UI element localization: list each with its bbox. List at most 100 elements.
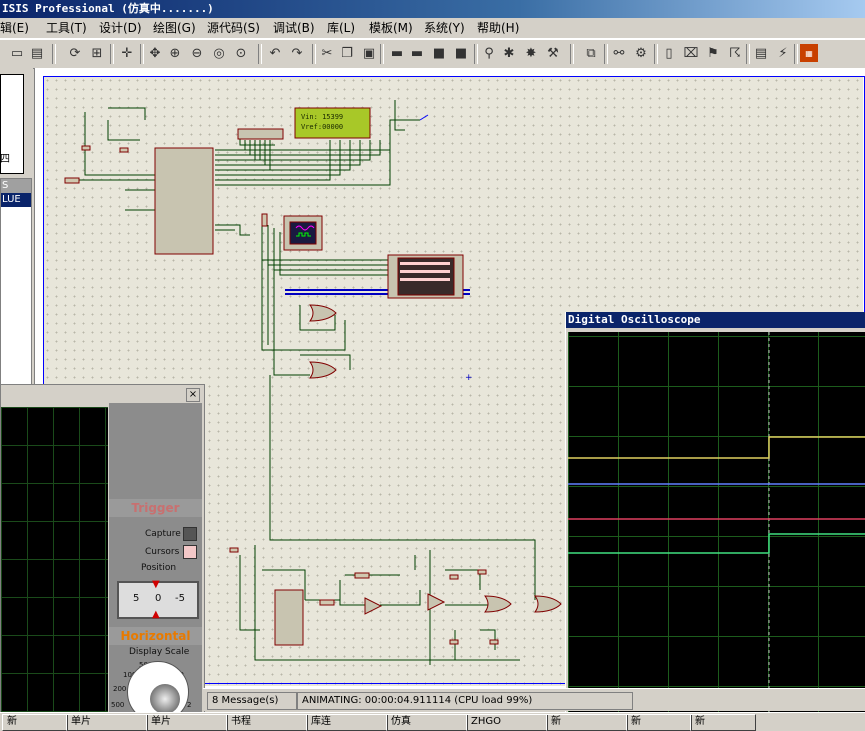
open-icon[interactable]: ▭ [10, 45, 24, 61]
block-rotate-icon[interactable]: ■ [432, 45, 446, 61]
zoom-out-icon[interactable]: ⊖ [191, 45, 203, 61]
message-count[interactable]: 8 Message(s) [207, 692, 297, 710]
toolbar-separator [312, 44, 316, 64]
trace-yellow [568, 436, 865, 459]
property-tool-icon[interactable]: ⚙ [635, 45, 647, 61]
menu-graph[interactable]: 绘图(G) [153, 21, 196, 35]
trigger-section-title: Trigger [109, 499, 202, 517]
oscilloscope-screen [1, 407, 108, 721]
exit-parent-icon[interactable]: ⚑ [707, 45, 719, 61]
menu-debug[interactable]: 调试(B) [273, 21, 315, 35]
menu-system[interactable]: 系统(Y) [424, 21, 465, 35]
taskbar-item[interactable]: ZHGO [466, 714, 548, 731]
oscilloscope-controls: Trigger Capture Cursors Position 5 0 -5 … [109, 403, 202, 723]
lcd-display: Vin: 15399 Vref:00000 [298, 110, 374, 140]
display-scale-label: Display Scale [129, 647, 190, 657]
dial-tick: 0 [155, 593, 162, 604]
oscilloscope-traces [568, 332, 865, 712]
trigger-position-dial[interactable]: 5 0 -5 ▼ ▲ [117, 579, 199, 620]
menu-bar: 辑(E) 工具(T) 设计(D) 绘图(G) 源代码(S) 调试(B) 库(L)… [0, 18, 865, 39]
package-icon[interactable]: ✸ [525, 45, 537, 61]
toolbar-separator [604, 44, 608, 64]
electrical-check-icon[interactable]: ⚡ [778, 45, 788, 61]
marker-top-icon: ▼ [152, 579, 160, 590]
origin-icon[interactable]: ✛ [121, 45, 133, 61]
zoom-all-icon[interactable]: ◎ [213, 45, 225, 61]
new-sheet-icon[interactable]: ▯ [665, 45, 673, 61]
make-device-icon[interactable]: ✱ [503, 45, 515, 61]
taskbar-item[interactable]: 单片 [66, 714, 148, 731]
taskbar-item[interactable]: 库连 [306, 714, 388, 731]
refresh-icon[interactable]: ⟳ [69, 45, 81, 61]
block-move-icon[interactable]: ▬ [410, 45, 424, 61]
capture-label: Capture [145, 529, 181, 539]
taskbar-item[interactable]: 新 [690, 714, 756, 731]
cursors-label: Cursors [145, 547, 180, 557]
simulation-status: ANIMATING: 00:00:04.911114 (CPU load 99%… [297, 692, 633, 710]
netlist-icon[interactable]: ▤ [754, 45, 768, 61]
position-label: Position [141, 563, 177, 573]
window-title: ISIS Professional (仿真中.......) [2, 2, 214, 15]
toolbar-separator [258, 44, 262, 64]
knob-center [150, 684, 180, 714]
menu-template[interactable]: 模板(M) [369, 21, 413, 35]
undo-icon[interactable]: ↶ [269, 45, 281, 61]
toolbar-separator [570, 44, 574, 64]
taskbar-item[interactable]: 仿真 [386, 714, 468, 731]
overview-text: 四 [0, 154, 10, 165]
status-bar: 8 Message(s) ANIMATING: 00:00:04.911114 … [203, 688, 865, 711]
menu-design[interactable]: 设计(D) [99, 21, 142, 35]
block-copy-icon[interactable]: ▬ [390, 45, 404, 61]
pan-icon[interactable]: ✥ [149, 45, 161, 61]
scale-tick: 500 [111, 701, 125, 709]
panel-header [1, 385, 204, 403]
list-item[interactable]: LUE [1, 193, 31, 207]
digital-oscilloscope-window: Digital Oscilloscope [565, 312, 865, 712]
scale-tick: 2 [187, 701, 192, 709]
redo-icon[interactable]: ↷ [291, 45, 303, 61]
menu-tools[interactable]: 工具(T) [46, 21, 87, 35]
menu-help[interactable]: 帮助(H) [477, 21, 520, 35]
svg-text:+: + [465, 373, 473, 383]
cursors-button[interactable] [183, 545, 197, 559]
block-delete-icon[interactable]: ■ [454, 45, 468, 61]
bom-icon[interactable]: ☈ [729, 45, 741, 61]
horizontal-section-title: Horizontal [109, 627, 202, 645]
toolbar-separator [474, 44, 478, 64]
zoom-in-icon[interactable]: ⊕ [169, 45, 181, 61]
toolbar-separator [746, 44, 750, 64]
taskbar-item[interactable]: 新 [546, 714, 628, 731]
cut-icon[interactable]: ✂ [321, 45, 333, 61]
pick-device-icon[interactable]: ⚲ [484, 45, 494, 61]
paste-icon[interactable]: ▣ [362, 45, 376, 61]
zoom-area-icon[interactable]: ⊙ [235, 45, 247, 61]
ares-icon[interactable]: ▦ [800, 44, 818, 62]
copy-icon[interactable]: ❐ [341, 45, 353, 61]
toolbar-separator [380, 44, 384, 64]
lcd-line-1: Vin: 15399 [301, 113, 344, 121]
menu-library[interactable]: 库(L) [327, 21, 356, 35]
menu-edit[interactable]: 辑(E) [0, 21, 29, 35]
grid-icon[interactable]: ⊞ [91, 45, 103, 61]
list-item[interactable]: S [1, 179, 31, 193]
taskbar-item[interactable]: 书程 [226, 714, 308, 731]
remove-sheet-icon[interactable]: ⌧ [683, 45, 699, 61]
toolbar-separator [110, 44, 114, 64]
taskbar-item[interactable]: 单片 [146, 714, 228, 731]
decompose-icon[interactable]: ⚒ [547, 45, 559, 61]
wire-autorouter-icon[interactable]: ⧉ [586, 45, 596, 61]
marker-bottom-icon: ▲ [152, 609, 160, 620]
capture-button[interactable] [183, 527, 197, 541]
taskbar-item[interactable]: 新 [2, 714, 68, 731]
menu-source[interactable]: 源代码(S) [207, 21, 260, 35]
trace-green [568, 533, 865, 554]
taskbar-item[interactable]: 新 [626, 714, 692, 731]
toolbar: ▭ ▤ ⟳ ⊞ ✛ ✥ ⊕ ⊖ ◎ ⊙ ↶ ↷ ✂ ❐ ▣ ▬ ▬ ■ ■ ⚲ … [0, 39, 865, 69]
overview-window[interactable] [0, 74, 24, 174]
close-icon[interactable]: × [186, 388, 200, 402]
device-list[interactable]: S LUE [0, 178, 32, 386]
search-icon[interactable]: ⚯ [613, 45, 625, 61]
print-icon[interactable]: ▤ [30, 45, 44, 61]
oscilloscope-title: Digital Oscilloscope [566, 312, 865, 328]
